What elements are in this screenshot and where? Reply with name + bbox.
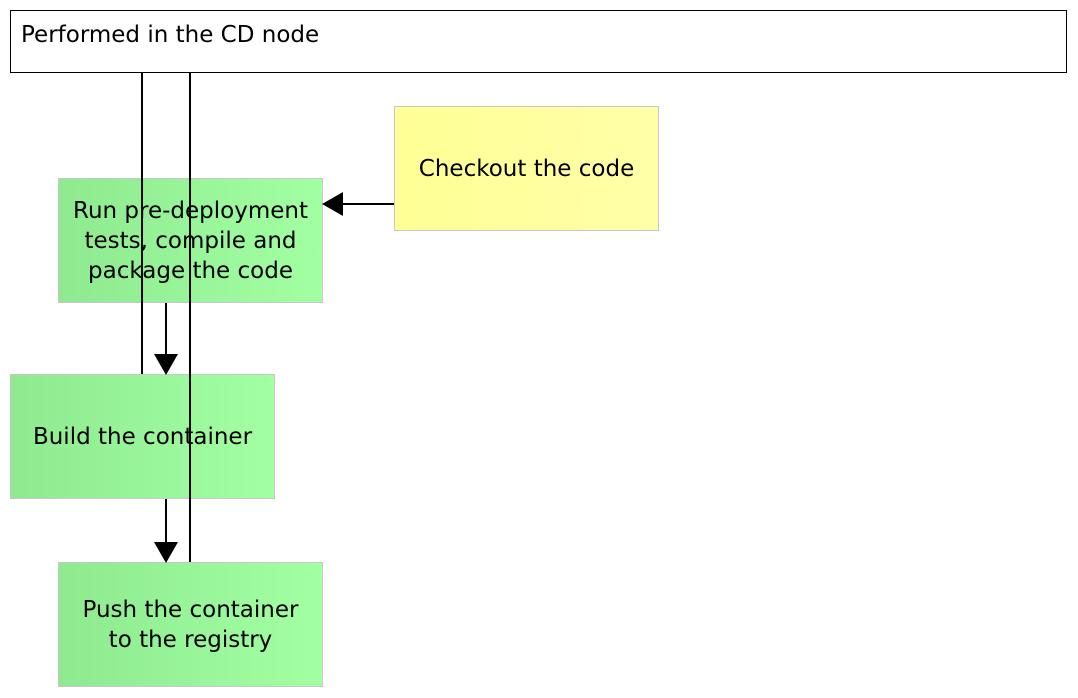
arrowhead-checkout-pretest — [322, 192, 343, 216]
node-checkout-label: Checkout the code — [418, 155, 635, 182]
node-checkout: Checkout the code — [394, 106, 659, 231]
node-push: Push the container to the registry — [58, 562, 323, 687]
arrowhead-build-push — [154, 542, 178, 563]
node-build: Build the container — [10, 374, 275, 499]
node-pretest-label: Run pre-deployment tests, compile and pa… — [73, 197, 308, 284]
cd-node-note: Performed in the CD node — [10, 10, 1067, 73]
cd-node-note-label: Performed in the CD node — [21, 22, 320, 48]
node-build-label: Build the container — [32, 423, 253, 450]
node-push-label: Push the container to the registry — [82, 596, 299, 653]
arrowhead-pretest-build — [154, 354, 178, 375]
